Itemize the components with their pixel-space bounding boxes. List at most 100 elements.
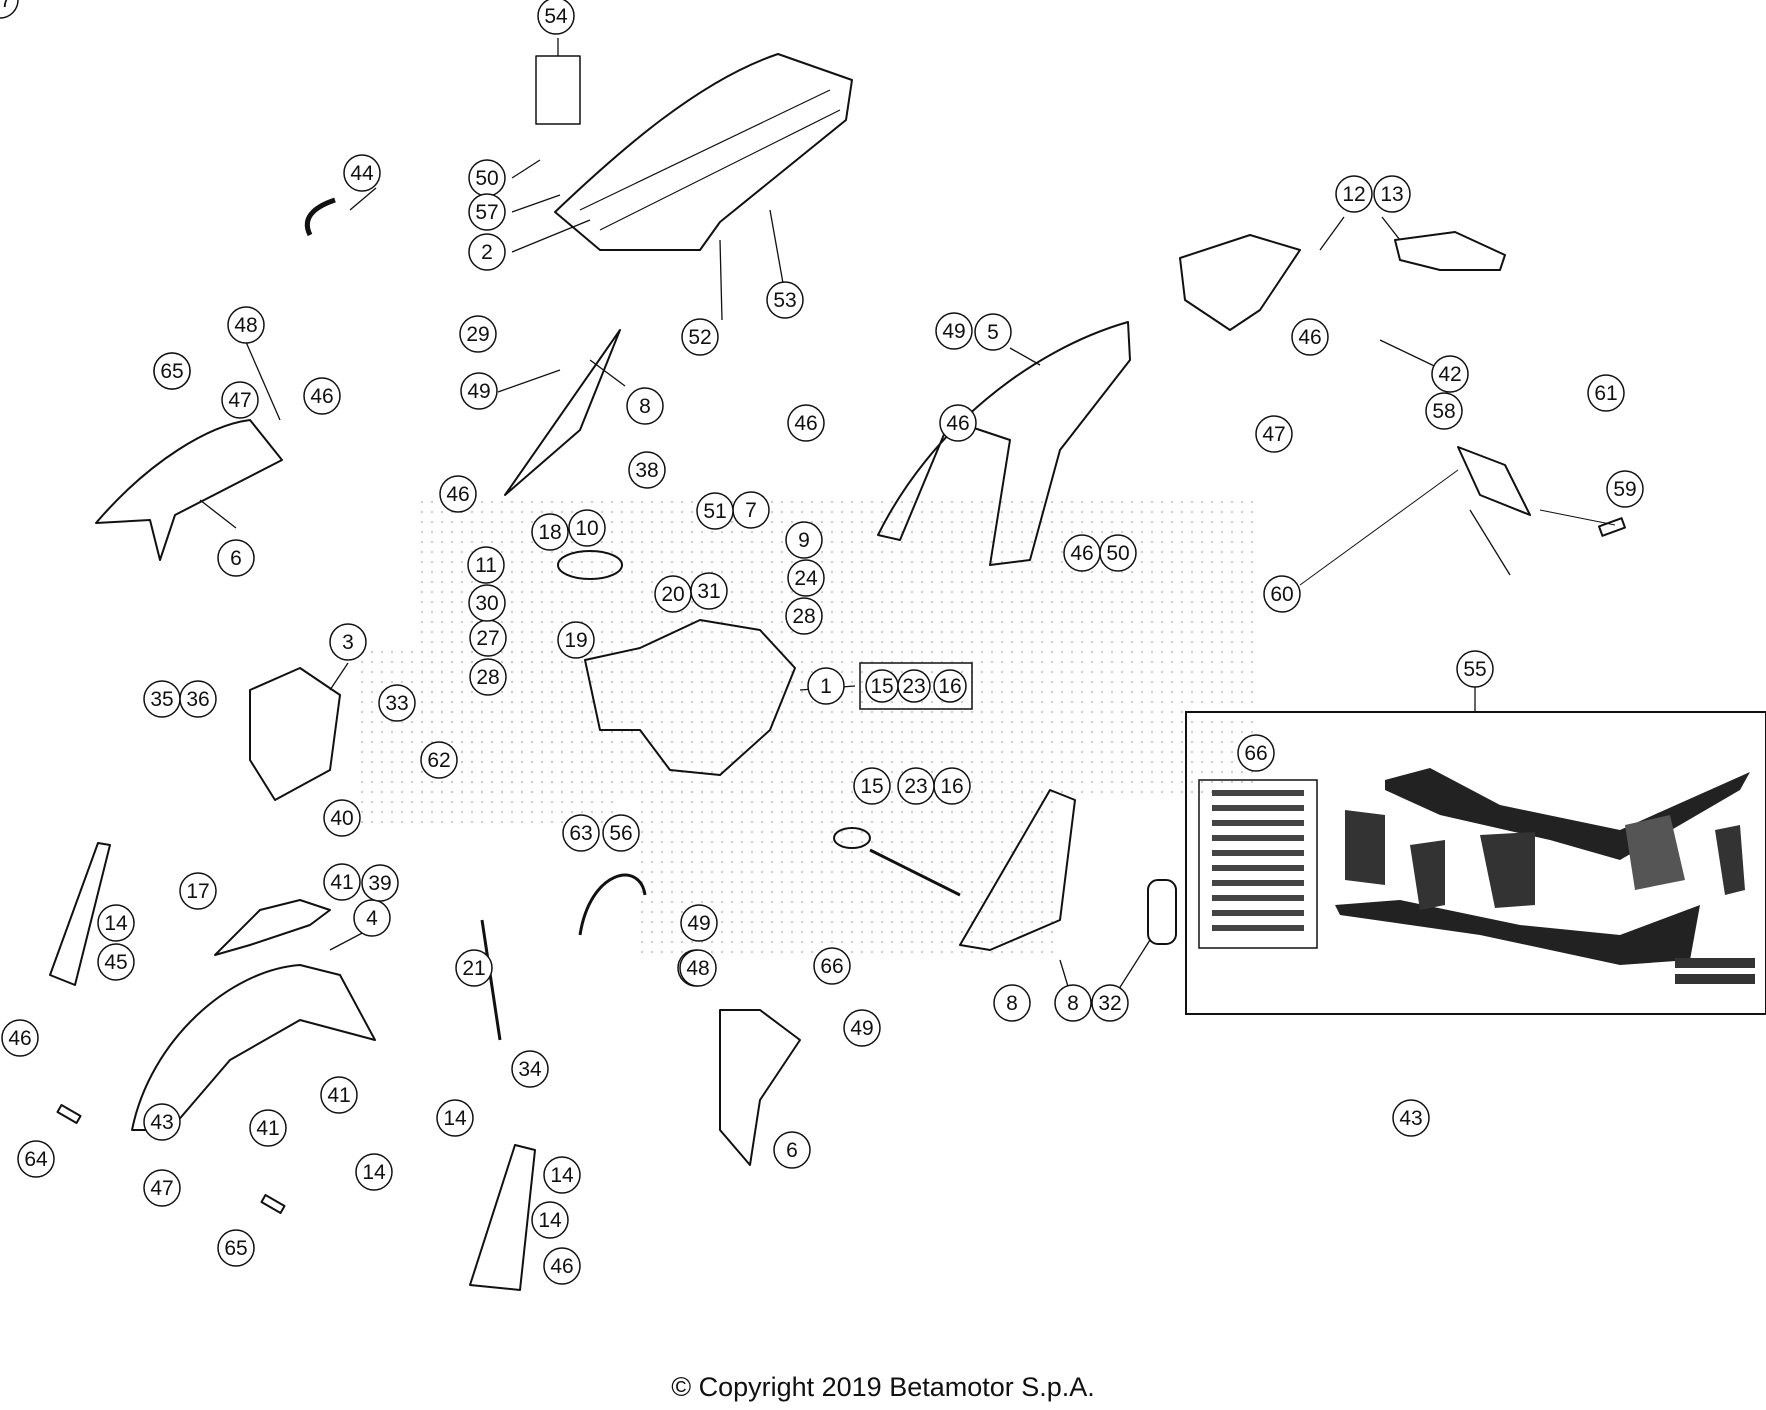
decal-fork [1345, 810, 1385, 885]
callout-24: 24 [787, 559, 825, 597]
callout-6: 6 [773, 1131, 811, 1169]
callout-number: 15 [860, 775, 883, 798]
vent-hose [578, 873, 647, 936]
callout-number: 9 [798, 529, 810, 552]
callout-8: 8 [626, 387, 664, 425]
decal-kit-box [1185, 711, 1766, 1015]
callout-number: 8 [1067, 992, 1079, 1015]
callout-number: 67 [0, 0, 12, 12]
tail-light-housing [1179, 234, 1301, 331]
callout-number: 5 [987, 321, 999, 344]
callout-57: 57 [468, 193, 506, 231]
callout-41: 41 [320, 1076, 358, 1114]
callout-number: 66 [1244, 742, 1267, 765]
callout-54: 54 [537, 0, 575, 35]
callout-number: 34 [518, 1058, 542, 1081]
callout-38: 38 [628, 451, 666, 489]
callout-number: 18 [538, 521, 561, 544]
callout-number: 36 [186, 688, 209, 711]
callout-number: 30 [475, 592, 498, 615]
callout-14: 14 [97, 904, 135, 942]
tank-group-box [859, 662, 973, 710]
callout-number: 41 [330, 871, 353, 894]
decal-plate [1625, 815, 1685, 890]
callout-number: 58 [1432, 400, 1455, 423]
callout-number: 12 [1342, 183, 1365, 206]
callout-8: 8 [1054, 984, 1092, 1022]
callout-number: 40 [330, 807, 353, 830]
callout-16: 16 [933, 767, 971, 805]
callout-number: 14 [443, 1107, 467, 1130]
callout-number: 29 [466, 323, 489, 346]
callout-number: 49 [942, 320, 965, 343]
decal-front-number [1410, 840, 1445, 910]
callout-29: 29 [459, 315, 497, 353]
callout-5: 5 [974, 313, 1012, 351]
callout-43: 43 [143, 1103, 181, 1141]
callout-46: 46 [1, 1019, 39, 1057]
svg-text:16: 16 [938, 675, 961, 698]
group-callout-23: 23 [897, 669, 931, 703]
callout-number: 50 [1106, 542, 1129, 565]
callout-23: 23 [897, 767, 935, 805]
callout-47: 47 [1255, 415, 1293, 453]
callout-number: 46 [1070, 542, 1093, 565]
svg-text:55: 55 [1463, 658, 1486, 681]
fuel-line [480, 919, 502, 1041]
hose-part [305, 197, 336, 237]
callout-47: 47 [221, 381, 259, 419]
callout-number: 62 [427, 749, 450, 772]
callout-30: 30 [468, 584, 506, 622]
callout-number: 65 [224, 1237, 247, 1260]
callout-number: 14 [104, 912, 128, 935]
callout-2: 2 [468, 233, 506, 271]
callout-46: 46 [439, 475, 477, 513]
callout-number: 57 [475, 201, 498, 224]
callout-62: 62 [420, 741, 458, 779]
callout-number: 45 [104, 951, 127, 974]
callout-46: 46 [1291, 318, 1329, 356]
callout-number: 38 [635, 459, 658, 482]
callout-number: 51 [703, 500, 726, 523]
callout-number: 14 [362, 1161, 386, 1184]
callout-14: 14 [531, 1201, 569, 1239]
callout-58: 58 [1425, 392, 1463, 430]
rim-sticker-sheet [1198, 779, 1318, 949]
callout-number: 20 [661, 583, 684, 606]
group-callout-15: 15 [865, 669, 899, 703]
callout-9: 9 [785, 521, 823, 559]
callout-19: 19 [557, 621, 595, 659]
callout-number: 46 [946, 412, 969, 435]
callout-number: 50 [475, 167, 498, 190]
callout-number: 43 [150, 1111, 173, 1134]
callout-46: 46 [303, 377, 341, 415]
callout-27: 27 [469, 619, 507, 657]
callout-49: 49 [680, 904, 718, 942]
callout-41: 41 [249, 1109, 287, 1147]
callout-52: 52 [681, 318, 719, 356]
callout-number: 54 [544, 5, 568, 28]
callout-49: 49 [935, 312, 973, 350]
callout-number: 8 [1006, 992, 1018, 1015]
callout-number: 32 [1098, 992, 1121, 1015]
fuel-tank [584, 619, 796, 776]
callout-number: 42 [1438, 363, 1461, 386]
callout-number: 21 [462, 957, 485, 980]
decal-side [1335, 900, 1700, 965]
callout-number: 46 [8, 1027, 31, 1050]
callout-60: 60 [1263, 575, 1301, 613]
callout-number: 1 [820, 675, 832, 698]
callout-61: 61 [1587, 374, 1625, 412]
fuel-pump-cap [833, 827, 871, 849]
callout-50: 50 [468, 159, 506, 197]
callout-number: 27 [476, 627, 499, 650]
callout-65: 65 [153, 352, 191, 390]
callout-46: 46 [787, 404, 825, 442]
callout-number: 49 [687, 912, 710, 935]
tail-light [1394, 231, 1506, 271]
callout-17: 17 [179, 872, 217, 910]
callout-21: 21 [455, 949, 493, 987]
callout-18: 18 [531, 513, 569, 551]
